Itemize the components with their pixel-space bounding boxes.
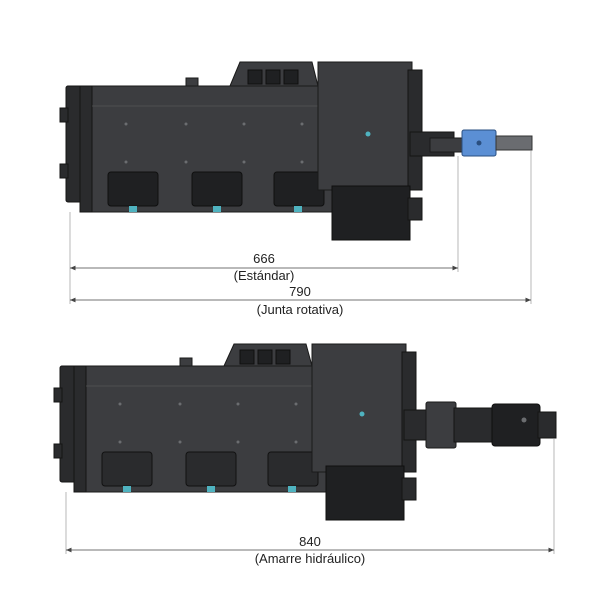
inspection-window (191, 171, 243, 207)
dimension-standard-value: 666 (253, 251, 275, 266)
dimension-rotary-joint: 790 (Junta rotativa) (70, 284, 531, 317)
dimension-standard: 666 (Estándar) (70, 251, 458, 283)
dimension-rotary-joint-value: 790 (289, 284, 311, 299)
dimension-hydraulic-clamp-caption: (Amarre hidráulico) (255, 551, 366, 566)
dimension-standard-caption: (Estándar) (234, 268, 295, 283)
hydraulic-clamp (491, 403, 541, 447)
inspection-window (107, 171, 159, 207)
inspection-window (101, 451, 153, 487)
inspection-window (185, 451, 237, 487)
dimension-hydraulic-clamp: 840 (Amarre hidráulico) (66, 534, 554, 566)
inspection-window (267, 451, 319, 487)
spindle-top-view (59, 61, 533, 241)
motor-block (325, 465, 405, 521)
motor-block (331, 185, 411, 241)
front-housing (317, 61, 413, 191)
spindle-bottom-view (53, 343, 557, 521)
dimension-hydraulic-clamp-value: 840 (299, 534, 321, 549)
front-housing (311, 343, 407, 473)
inspection-window (273, 171, 325, 207)
dimension-rotary-joint-caption: (Junta rotativa) (257, 302, 344, 317)
